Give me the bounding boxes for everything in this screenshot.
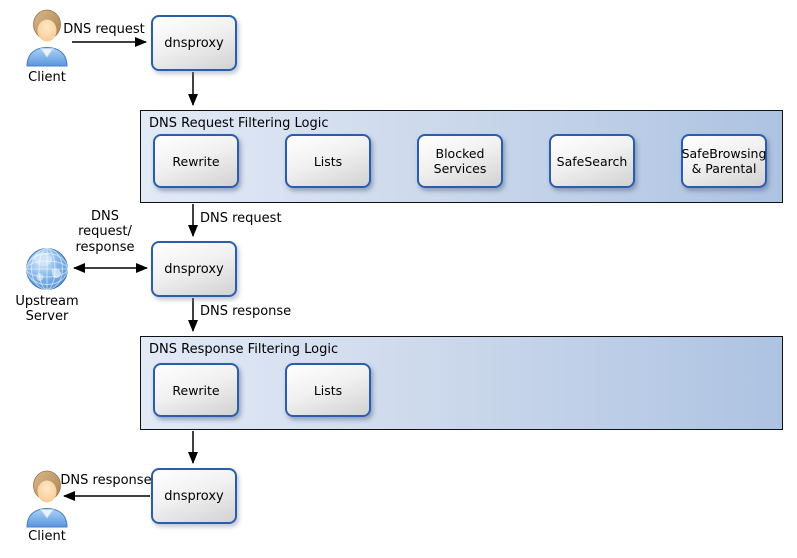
step-rewrite-request: Rewrite [153,134,239,188]
client-person-icon-bottom [24,470,70,528]
step-safesearch-label: SafeSearch [556,153,628,169]
dnsproxy-label-top: dnsproxy [164,35,224,51]
client-label-top: Client [28,70,66,85]
edge-label-upstream-exchange: DNS request/ response [75,209,135,255]
step-rewrite-request-label: Rewrite [172,153,220,169]
edge-label-client-response: DNS response [60,473,152,488]
step-lists-response: Lists [285,363,371,417]
dnsproxy-node-middle: dnsproxy [151,241,237,297]
dnsproxy-label-middle: dnsproxy [164,261,224,277]
step-safebrowsing-parental: SafeBrowsing & Parental [681,134,767,188]
request-filtering-title: DNS Request Filtering Logic [149,116,329,131]
step-safesearch: SafeSearch [549,134,635,188]
response-filtering-container: DNS Response Filtering Logic [140,336,783,430]
step-blocked-services: Blocked Services [417,134,503,188]
edge-label-upstream-response: DNS response [200,304,292,319]
step-safebrowsing-parental-label: SafeBrowsing & Parental [681,146,767,176]
edge-label-filtered-request: DNS request [200,211,282,226]
step-blocked-services-label: Blocked Services [433,146,487,176]
step-rewrite-response-label: Rewrite [172,382,220,398]
response-filtering-title: DNS Response Filtering Logic [149,342,339,357]
dnsproxy-node-bottom: dnsproxy [151,468,237,524]
dnsproxy-node-top: dnsproxy [151,15,237,71]
upstream-server-globe-icon [24,246,70,292]
step-lists-request: Lists [285,134,371,188]
dnsproxy-label-bottom: dnsproxy [164,488,224,504]
client-person-icon [24,9,70,67]
step-lists-request-label: Lists [313,153,343,169]
edge-label-client-request: DNS request [63,22,145,37]
client-label-bottom: Client [28,529,66,544]
step-lists-response-label: Lists [313,382,343,398]
step-rewrite-response: Rewrite [153,363,239,417]
upstream-server-label: Upstream Server [15,294,79,325]
